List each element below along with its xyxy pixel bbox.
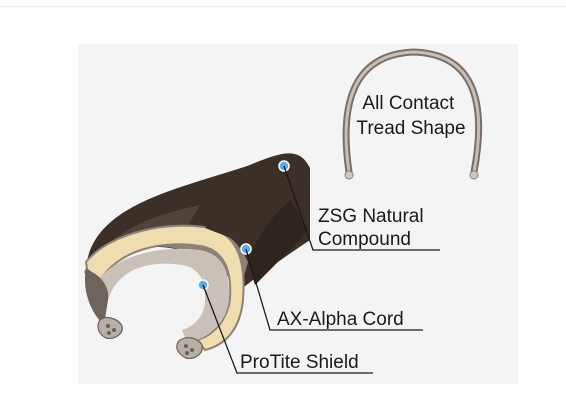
tire-section bbox=[84, 153, 310, 359]
shield-layer bbox=[84, 224, 245, 352]
tread-shape-label: All Contact Tread Shape bbox=[356, 93, 465, 139]
leader-lines bbox=[202, 165, 440, 374]
compound-label: ZSG Natural Compound bbox=[318, 206, 429, 250]
compound-line-1: ZSG Natural bbox=[318, 206, 424, 227]
compound-leader bbox=[283, 165, 440, 251]
tread-shape-line-1: All Contact bbox=[362, 93, 455, 114]
cord-leader bbox=[245, 248, 423, 331]
cord-label: AX-Alpha Cord bbox=[277, 309, 404, 330]
top-divider bbox=[0, 6, 566, 7]
tread-shape-line-2: Tread Shape bbox=[356, 118, 465, 139]
bead-left bbox=[97, 316, 123, 339]
shield-leader bbox=[202, 284, 373, 374]
bead-right bbox=[176, 337, 203, 359]
tread-shape-profile bbox=[342, 48, 483, 180]
shield-label: ProTite Shield bbox=[240, 352, 359, 373]
compound-line-2: Compound bbox=[318, 229, 411, 250]
inner-wall bbox=[95, 248, 230, 345]
